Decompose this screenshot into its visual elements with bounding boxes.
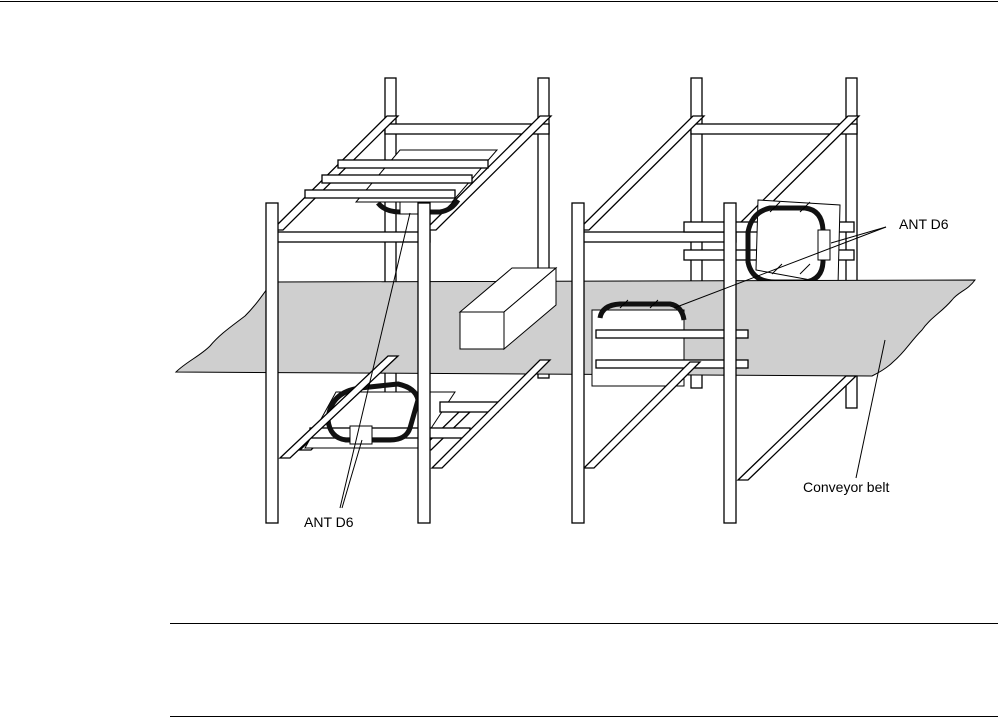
label-conveyor-belt: Conveyor belt bbox=[803, 479, 889, 495]
section-divider-top bbox=[170, 623, 998, 624]
section-divider-bottom bbox=[170, 716, 998, 717]
label-ant-d6-upper: ANT D6 bbox=[899, 216, 949, 232]
label-ant-d6-lower: ANT D6 bbox=[304, 514, 354, 530]
left-upper-antenna bbox=[305, 150, 497, 214]
